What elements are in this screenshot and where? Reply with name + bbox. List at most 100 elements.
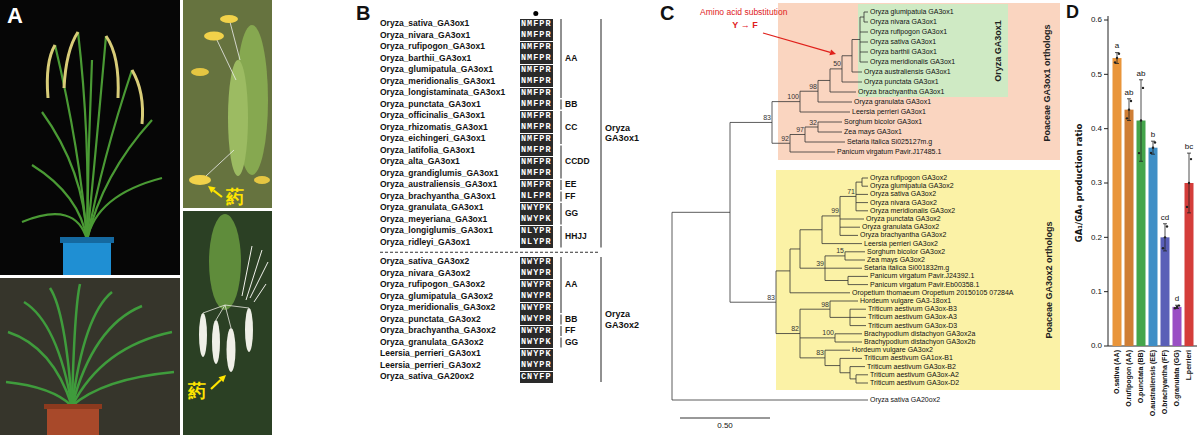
leaf-label: Sorghum bicolor GA3ox2: [867, 248, 945, 256]
leaf-label: Oryza punctata GA3ox1: [864, 78, 939, 86]
tree-branch: [805, 127, 818, 128]
tree-branch: [848, 284, 868, 285]
species-name: Oryza_glumipatula_GA3ox2: [380, 292, 493, 302]
error-bar-cap: [1163, 250, 1167, 251]
pointer-arrow-head: [219, 375, 227, 382]
leaf-label: Oryza rufipogon GA3ox2: [870, 174, 947, 182]
species-name: Oryza_eichingeri_GA3ox1: [380, 134, 485, 144]
species-name: Oryza_rufipogon_GA3ox1: [380, 42, 485, 52]
species-name: Oryza_granulata_GA3ox2: [380, 338, 483, 348]
anther: [189, 175, 211, 185]
rice-leaf: [87, 178, 162, 240]
tree-branch: [772, 102, 773, 144]
tree-branch: [818, 132, 842, 133]
tree-branch: [805, 142, 845, 143]
tree-branch: [800, 230, 801, 268]
alignment-residues: NWYPR: [520, 303, 553, 314]
clade-band-fill: [778, 3, 1060, 160]
error-bar: [1153, 141, 1154, 154]
rice-panicle: [106, 36, 118, 98]
scale-bar: [680, 418, 770, 419]
tree-branch: [852, 40, 853, 73]
bar: [1113, 58, 1122, 346]
anther-label: 葯: [188, 381, 206, 402]
stigma: [246, 250, 262, 300]
tree-branch: [672, 400, 868, 401]
tree-branch: [800, 309, 801, 358]
filament: [225, 305, 249, 308]
anther: [227, 328, 236, 372]
rice-panicle: [132, 70, 143, 124]
data-point: [1166, 225, 1168, 227]
filament: [206, 150, 234, 176]
tick-label: 0.6: [1091, 15, 1102, 24]
leaf-label: Triticum aestivum GA3ox-A2: [870, 371, 959, 379]
gene-bracket: [601, 19, 602, 248]
alignment-residues: NWYPK: [520, 349, 553, 360]
anther: [212, 320, 220, 364]
tree-branch: [852, 39, 860, 40]
panel-letter: C: [660, 2, 674, 25]
leaf-label: Panicum virgatum Pavir.J24392.1: [870, 272, 974, 280]
scale-label: 0.50: [717, 421, 733, 430]
tree-branch: [790, 152, 835, 153]
data-point: [1188, 182, 1190, 184]
photo-background: [183, 211, 272, 435]
alignment-residues: NMFPR: [520, 42, 553, 53]
tree-branch: [850, 317, 866, 318]
significance-letter: bc: [1185, 142, 1193, 151]
bootstrap-value: 98: [821, 301, 829, 309]
data-point: [1178, 304, 1180, 306]
tree-branch: [862, 178, 863, 186]
bar: [1161, 237, 1170, 346]
anther: [199, 313, 207, 357]
species-name: Oryza_nivara_GA3ox1: [380, 31, 470, 41]
bootstrap-value: 50: [833, 60, 841, 68]
leaf-label: Oryza sativa GA3ox1: [870, 38, 936, 46]
alignment-residues: NMFPR: [520, 65, 553, 76]
tree-branch: [845, 251, 865, 252]
error-bar-cap: [1127, 120, 1131, 121]
group-bracket: [561, 338, 562, 348]
anther: [220, 15, 238, 23]
rice-panicle: [64, 32, 78, 88]
species-name: Oryza_meyeriana_GA3ox1: [380, 215, 487, 225]
data-point: [1130, 100, 1132, 102]
species-name: Oryza_nivara_GA3ox2: [380, 269, 470, 279]
tree-branch: [835, 334, 836, 342]
tree-branch: [818, 122, 819, 132]
panel-letter: A: [7, 3, 23, 28]
genome-label: AA: [565, 54, 577, 64]
leaf-label: Oryza barthii GA3ox1: [870, 48, 937, 56]
alignment-residues: NWYPR: [520, 291, 553, 302]
error-bar-cap: [1139, 79, 1143, 80]
rice-leaf: [22, 214, 87, 240]
leaf-label: Setaria italica Si025127m.g: [847, 138, 932, 146]
tree-branch: [825, 280, 848, 281]
leaf-label: Setaria italica Si001832m.g: [864, 264, 949, 272]
leaf-label: Oryza glumipatula GA3ox1: [870, 8, 954, 16]
tree-branch: [840, 219, 864, 220]
tree-branch: [840, 235, 858, 236]
leaf-label: Brachypodium distachyon GA3ox2b: [864, 338, 975, 346]
bootstrap-value: 92: [781, 135, 789, 143]
group-bracket: [561, 180, 562, 190]
error-bar: [1117, 53, 1118, 64]
annotation-text: Amino acid substitution: [700, 8, 787, 18]
tree-branch: [856, 194, 868, 195]
rice-leaf: [72, 372, 174, 406]
stigma: [250, 262, 268, 298]
bar-label: O.sativa (AA): [1113, 350, 1121, 394]
alignment-residues: NLYPR: [520, 226, 553, 237]
data-point: [1186, 206, 1188, 208]
genome-label: FF: [565, 326, 575, 336]
anther: [191, 68, 209, 76]
axis-tick: [1104, 237, 1108, 238]
leaf-label: Oryza granulata GA3ox1: [854, 98, 931, 106]
bootstrap-value: 15: [836, 247, 844, 255]
species-name: Oryza_sativa_GA20ox2: [380, 372, 474, 382]
tree-branch: [830, 69, 831, 92]
tree-branch: [848, 276, 868, 277]
significance-letter: a: [1115, 41, 1119, 50]
spikelet: [209, 214, 241, 310]
